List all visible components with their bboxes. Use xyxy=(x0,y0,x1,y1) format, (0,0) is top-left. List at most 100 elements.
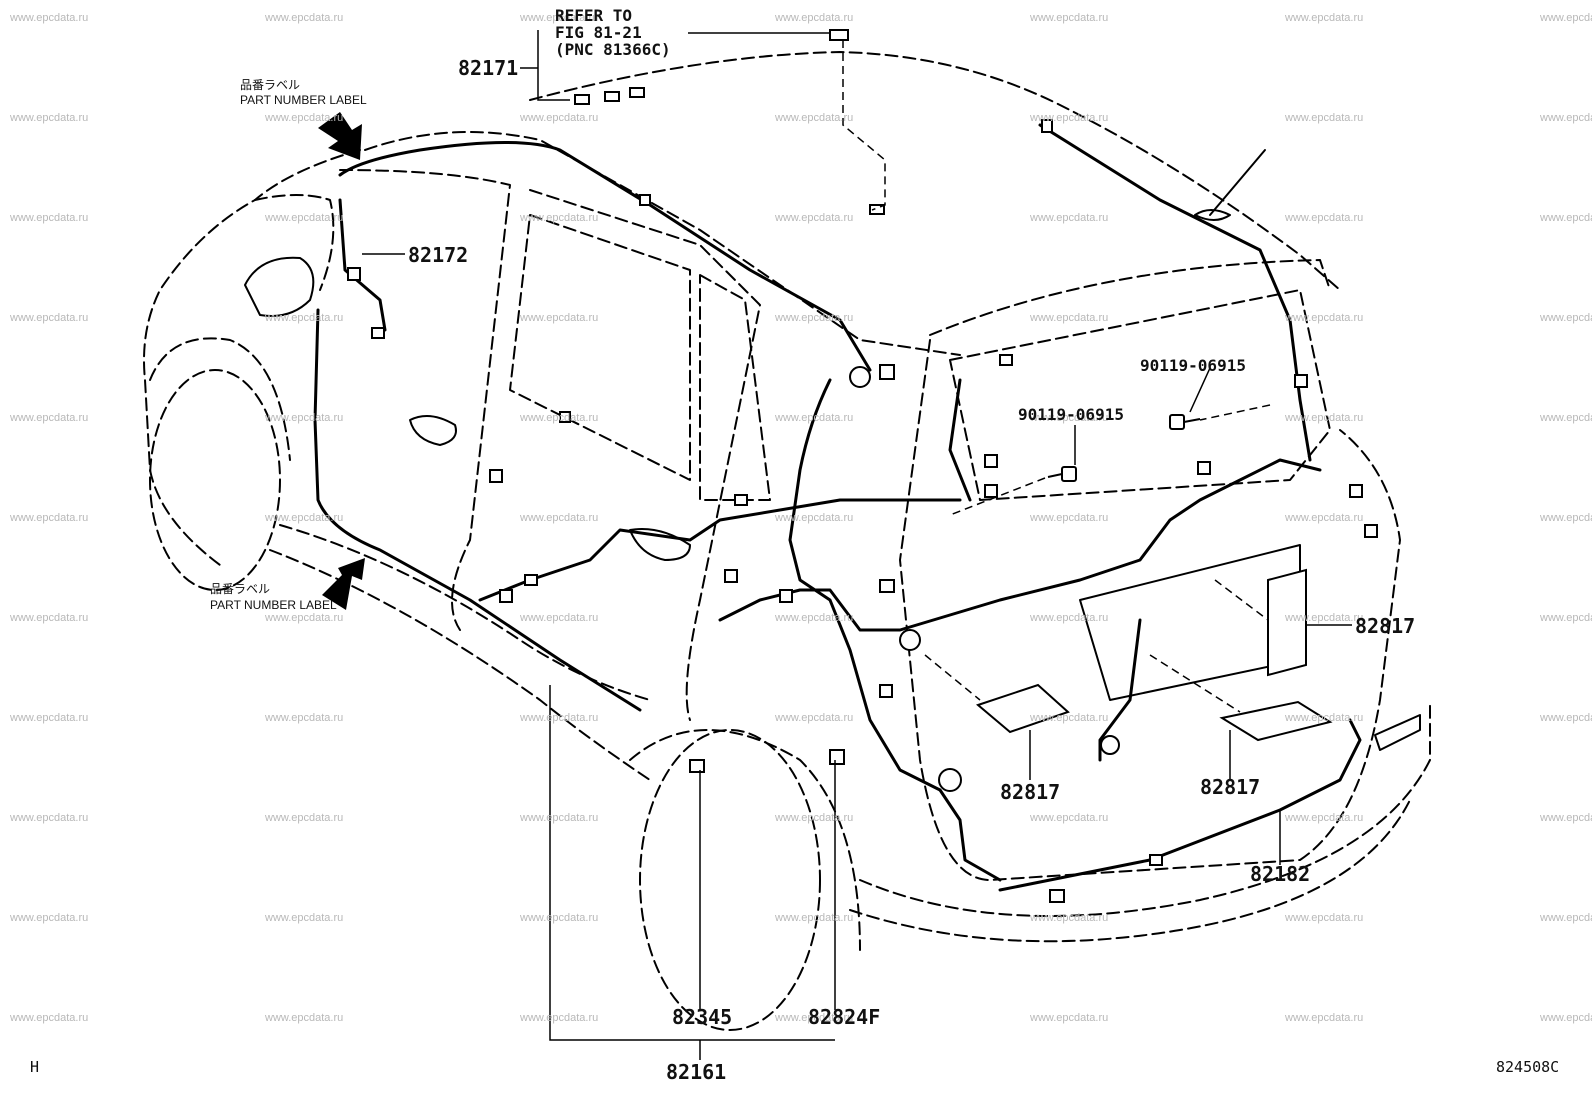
watermark-text: www.epcdata.ru xyxy=(775,1012,854,1024)
watermark-text: www.epcdata.ru xyxy=(1285,712,1364,724)
connector xyxy=(1149,854,1163,866)
watermark-text: www.epcdata.ru xyxy=(1540,912,1592,924)
label-pad-82817-right xyxy=(1267,568,1307,677)
rear-door xyxy=(529,189,761,721)
watermark-text: www.epcdata.ru xyxy=(1285,112,1364,124)
leader-82171 xyxy=(520,30,570,101)
rear-bumper xyxy=(859,699,1431,917)
side-sill xyxy=(279,524,651,701)
watermark-text: www.epcdata.ru xyxy=(265,812,344,824)
leader-90119-a xyxy=(1189,367,1211,413)
callout-82161: 82161 xyxy=(666,1060,727,1084)
watermark-text: www.epcdata.ru xyxy=(10,12,89,24)
watermark-text: www.epcdata.ru xyxy=(520,12,599,24)
watermark-text: www.epcdata.ru xyxy=(520,812,599,824)
connector xyxy=(734,494,748,506)
part-label-arrow-top xyxy=(318,112,362,160)
a-pillar-harness xyxy=(338,198,387,332)
leader-dash-label-right xyxy=(1214,579,1269,621)
watermark-text: www.epcdata.ru xyxy=(1030,12,1109,24)
part-label-jp-top: 品番ラベル xyxy=(240,78,301,92)
watermark-text: www.epcdata.ru xyxy=(1030,212,1109,224)
watermark-text: www.epcdata.ru xyxy=(1030,912,1109,924)
connector xyxy=(779,589,793,603)
watermark-text: www.epcdata.ru xyxy=(520,712,599,724)
watermark-text: www.epcdata.ru xyxy=(1285,212,1364,224)
antenna-base xyxy=(1194,209,1231,221)
connector xyxy=(829,749,845,765)
connector xyxy=(1041,119,1053,133)
watermark-text: www.epcdata.ru xyxy=(1540,12,1592,24)
connector xyxy=(984,484,998,498)
watermark-text: www.epcdata.ru xyxy=(775,612,854,624)
watermark-text: www.epcdata.ru xyxy=(265,1012,344,1024)
watermark-text: www.epcdata.ru xyxy=(775,12,854,24)
watermark-text: www.epcdata.ru xyxy=(1030,712,1109,724)
front-wheel xyxy=(149,369,281,591)
callout-82817-left: 82817 xyxy=(1000,780,1061,804)
callout-82817-right: 82817 xyxy=(1355,614,1416,638)
watermark-text: www.epcdata.ru xyxy=(265,412,344,424)
window-front xyxy=(509,214,691,481)
watermark-text: www.epcdata.ru xyxy=(10,312,89,324)
watermark-text: www.epcdata.ru xyxy=(265,212,344,224)
roof-harness xyxy=(338,141,872,372)
side-mirror xyxy=(244,256,315,317)
watermark-text: www.epcdata.ru xyxy=(1540,1012,1592,1024)
leader-dash-label-center xyxy=(1149,654,1241,713)
grommet xyxy=(1100,735,1120,755)
connector xyxy=(1049,889,1065,903)
footer-left-mark: H xyxy=(30,1058,40,1076)
connector xyxy=(869,204,885,215)
bolt-90119-b xyxy=(1061,466,1077,482)
grommet xyxy=(849,366,871,388)
front-door-handle xyxy=(409,415,457,446)
connector xyxy=(559,411,571,423)
rear-glass xyxy=(949,289,1331,501)
watermark-text: www.epcdata.ru xyxy=(265,312,344,324)
roof-rear-harness xyxy=(1038,123,1312,462)
watermark-text: www.epcdata.ru xyxy=(10,1012,89,1024)
rear-arch xyxy=(629,729,861,951)
watermark-text: www.epcdata.ru xyxy=(265,712,344,724)
watermark-text: www.epcdata.ru xyxy=(10,112,89,124)
watermark-text: www.epcdata.ru xyxy=(265,12,344,24)
grommet xyxy=(899,629,921,651)
connector xyxy=(999,354,1013,366)
watermark-text: www.epcdata.ru xyxy=(1030,112,1109,124)
diagram-code: 824508C xyxy=(1496,1058,1560,1076)
door-front-harness xyxy=(313,308,642,712)
connector xyxy=(574,94,590,105)
rear-bumper-low xyxy=(849,799,1411,943)
watermark-text: www.epcdata.ru xyxy=(1540,312,1592,324)
rear-reflector xyxy=(1374,714,1421,751)
connector xyxy=(347,267,361,281)
leader-dash-label-left xyxy=(924,654,981,701)
connector xyxy=(1349,484,1363,498)
watermark-text: www.epcdata.ru xyxy=(1030,312,1109,324)
callout-82824F: 82824F xyxy=(808,1005,881,1029)
watermark-text: www.epcdata.ru xyxy=(10,612,89,624)
watermark-text: www.epcdata.ru xyxy=(520,1012,599,1024)
front-door xyxy=(339,169,511,631)
leader-dash-bolt-b xyxy=(949,477,1046,516)
body-front xyxy=(143,149,361,566)
watermark-text: www.epcdata.ru xyxy=(775,712,854,724)
watermark-text: www.epcdata.ru xyxy=(1540,712,1592,724)
watermark-text: www.epcdata.ru xyxy=(10,712,89,724)
connector xyxy=(984,454,998,468)
connector xyxy=(1364,524,1378,538)
connector xyxy=(1294,374,1308,388)
connector xyxy=(489,469,503,483)
watermark-text: www.epcdata.ru xyxy=(520,312,599,324)
callout-90119-a: 90119-06915 xyxy=(1140,356,1246,375)
watermark-text: www.epcdata.ru xyxy=(520,512,599,524)
watermark-text: www.epcdata.ru xyxy=(10,912,89,924)
watermark-text: www.epcdata.ru xyxy=(1285,912,1364,924)
connector xyxy=(371,327,385,339)
watermark-text: www.epcdata.ru xyxy=(1285,312,1364,324)
watermark-text: www.epcdata.ru xyxy=(520,912,599,924)
front-wheel-arch xyxy=(149,337,291,461)
